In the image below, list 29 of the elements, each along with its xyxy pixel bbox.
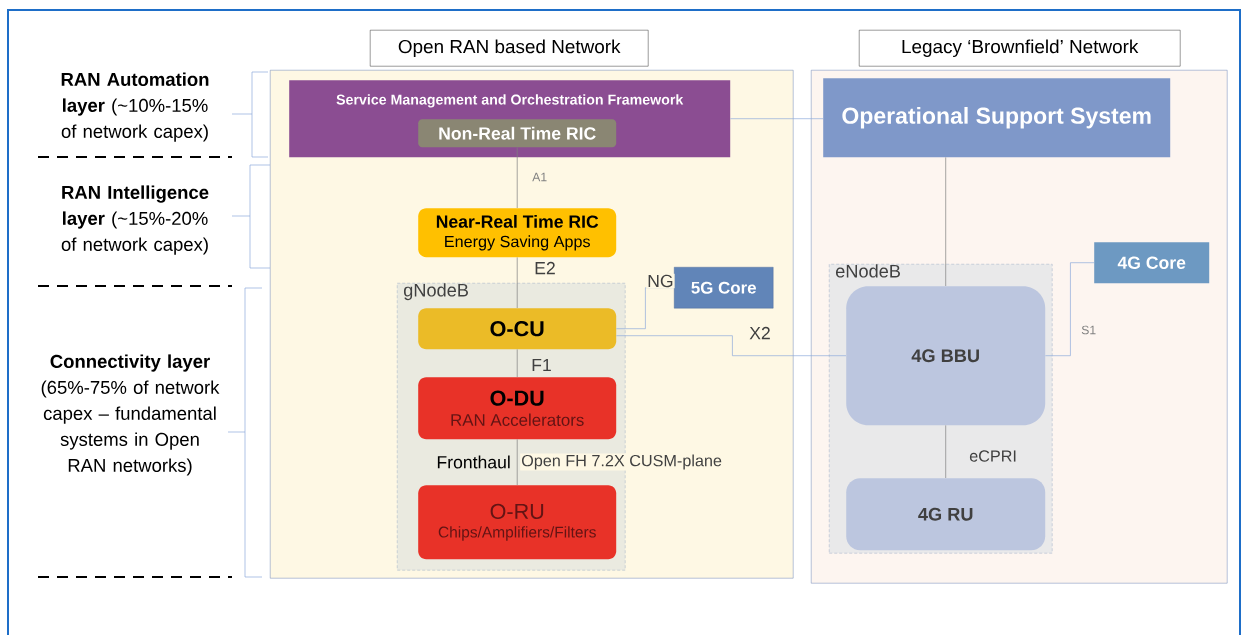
ric-box: Non-Real Time RIC [418, 119, 617, 148]
layer-label: RAN Automation layer (~10%-15% of network capex) [61, 72, 209, 142]
edge-label: A1 [531, 171, 549, 183]
connector [945, 157, 947, 287]
connector [516, 147, 518, 209]
unit-box: 4G BBU [846, 286, 1046, 426]
connector [516, 439, 518, 486]
edge-label: S1 [1080, 324, 1098, 336]
connector [516, 257, 518, 309]
unit-box: O-CU [418, 308, 617, 350]
core-box: 4G Core [1094, 242, 1210, 284]
layer-label: RAN Intelligence layer (~15%-20% of network capex) [61, 185, 209, 255]
unit-box: O-RU Chips/Amplifiers/Filters [418, 485, 617, 560]
ric-box: Near-Real Time RIC Energy Saving Apps [418, 208, 617, 258]
core-box: 5G Core [674, 267, 774, 309]
connector [1045, 262, 1095, 357]
unit-box: 4G RU [846, 478, 1046, 551]
edge-label: eCPRI [968, 449, 1018, 463]
system-box: Operational Support System [823, 78, 1171, 158]
connector [616, 335, 847, 357]
connector [516, 349, 518, 378]
connector [730, 118, 824, 120]
node-label: Legacy ‘Brownfield’ Network [902, 39, 1139, 58]
interface-label: Fronthaul [437, 455, 510, 469]
unit-box: O-DU RAN Accelerators [418, 377, 617, 440]
edge-label: Open FH 7.2X CUSM-plane [520, 453, 723, 471]
node-label: Open RAN based Network [398, 39, 621, 58]
layer-label: Connectivity layer (65%-75% of network capex – fundamental systems in Open RAN networks) [41, 354, 220, 476]
connector [945, 425, 947, 479]
